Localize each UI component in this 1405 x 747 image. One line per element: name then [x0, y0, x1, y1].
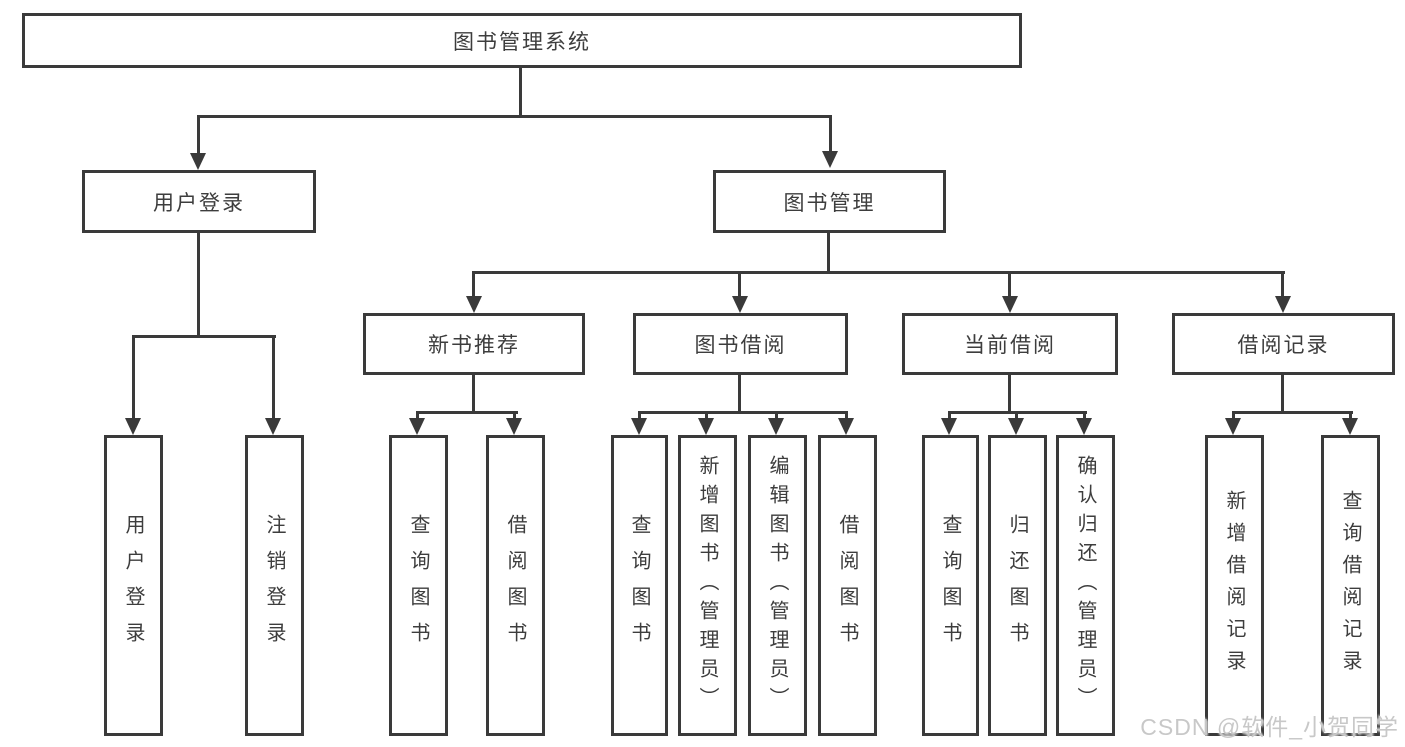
leaf-cb-confirm-return-admin: 确认归还（管理员） [1056, 435, 1115, 736]
arrowhead-down-icon [1342, 418, 1358, 435]
leaf-label: 归还图书 [1006, 513, 1028, 658]
connector-vline [1008, 375, 1011, 413]
arrowhead-down-icon [631, 418, 647, 435]
leaf-label: 查询图书 [939, 513, 961, 658]
leaf-label: 编辑图书（管理员） [766, 455, 788, 716]
leaf-label: 查询图书 [407, 513, 429, 658]
connector-vline [416, 411, 419, 421]
leaf-label: 借阅图书 [504, 513, 526, 658]
leaf-cb-return-books: 归还图书 [988, 435, 1047, 736]
connector-vline [738, 375, 741, 413]
arrowhead-down-icon [1008, 418, 1024, 435]
leaf-label: 借阅图书 [836, 513, 858, 658]
connector-hline [638, 411, 848, 414]
connector-vline [1015, 411, 1018, 421]
connector-hline [472, 271, 1285, 274]
connector-vline [845, 411, 848, 421]
connector-vline [197, 115, 200, 154]
connector-vline [829, 115, 832, 152]
leaf-bb-query-books: 查询图书 [611, 435, 668, 736]
arrowhead-down-icon [1076, 418, 1092, 435]
arrowhead-down-icon [1002, 296, 1018, 313]
arrowhead-down-icon [822, 151, 838, 168]
csdn-watermark: CSDN @软件_小贺同学 [1140, 714, 1399, 740]
connector-vline [827, 233, 830, 274]
leaf-label: 查询图书 [628, 513, 650, 658]
connector-vline [519, 68, 522, 117]
leaf-logout-login: 注销登录 [245, 435, 304, 736]
node-root-label: 图书管理系统 [453, 30, 591, 54]
connector-vline [1232, 411, 1235, 421]
arrowhead-down-icon [466, 296, 482, 313]
arrowhead-down-icon [838, 418, 854, 435]
node-book-mgmt: 图书管理 [713, 170, 946, 233]
node-borrow-records: 借阅记录 [1172, 313, 1395, 375]
arrowhead-down-icon [698, 418, 714, 435]
connector-vline [132, 335, 135, 421]
leaf-bb-edit-books-admin: 编辑图书（管理员） [748, 435, 807, 736]
leaf-rec-query-borrow-record: 查询借阅记录 [1321, 435, 1380, 736]
node-current-borrow-label: 当前借阅 [964, 334, 1056, 357]
leaf-user-login: 用户登录 [104, 435, 163, 736]
connector-vline [1008, 271, 1011, 299]
connector-vline [1281, 375, 1284, 413]
node-user-login: 用户登录 [82, 170, 316, 233]
node-book-borrow-label: 图书借阅 [694, 334, 787, 357]
node-book-borrow: 图书借阅 [633, 313, 848, 375]
arrowhead-down-icon [265, 418, 281, 435]
leaf-cb-query-books: 查询图书 [922, 435, 979, 736]
connector-hline [1232, 411, 1353, 414]
leaf-bb-borrow-books: 借阅图书 [818, 435, 877, 736]
leaf-label: 新增图书（管理员） [696, 455, 718, 716]
arrowhead-down-icon [1275, 296, 1291, 313]
leaf-rec-add-borrow-record: 新增借阅记录 [1205, 435, 1264, 736]
node-new-books-label: 新书推荐 [428, 334, 520, 357]
arrowhead-down-icon [506, 418, 522, 435]
arrowhead-down-icon [409, 418, 425, 435]
connector-hline [132, 335, 276, 338]
arrowhead-down-icon [190, 153, 206, 170]
node-new-books: 新书推荐 [363, 313, 585, 375]
leaf-nb-query-books: 查询图书 [389, 435, 448, 736]
leaf-label: 注销登录 [263, 513, 285, 658]
connector-vline [738, 271, 741, 299]
node-root: 图书管理系统 [22, 13, 1022, 68]
connector-vline [948, 411, 951, 421]
connector-vline [705, 411, 708, 421]
node-borrow-records-label: 借阅记录 [1237, 334, 1330, 357]
arrowhead-down-icon [941, 418, 957, 435]
connector-hline [197, 115, 832, 118]
connector-vline [472, 375, 475, 414]
arrowhead-down-icon [1225, 418, 1241, 435]
leaf-label: 新增借阅记录 [1223, 489, 1245, 682]
connector-vline [272, 335, 275, 421]
connector-vline [638, 411, 641, 421]
arrowhead-down-icon [125, 418, 141, 435]
connector-vline [472, 271, 475, 299]
leaf-bb-add-books-admin: 新增图书（管理员） [678, 435, 737, 736]
connector-vline [1083, 411, 1086, 421]
leaf-label: 确认归还（管理员） [1074, 455, 1096, 716]
connector-vline [1281, 271, 1284, 299]
connector-vline [775, 411, 778, 421]
connector-vline [197, 233, 200, 337]
leaf-label: 用户登录 [122, 513, 144, 658]
arrowhead-down-icon [732, 296, 748, 313]
node-user-login-label: 用户登录 [153, 191, 245, 215]
arrowhead-down-icon [768, 418, 784, 435]
connector-vline [1349, 411, 1352, 421]
node-book-mgmt-label: 图书管理 [783, 191, 876, 215]
connector-hline [416, 411, 518, 414]
connector-vline [513, 411, 516, 421]
leaf-nb-borrow-books: 借阅图书 [486, 435, 545, 736]
leaf-label: 查询借阅记录 [1339, 489, 1361, 682]
node-current-borrow: 当前借阅 [902, 313, 1118, 375]
